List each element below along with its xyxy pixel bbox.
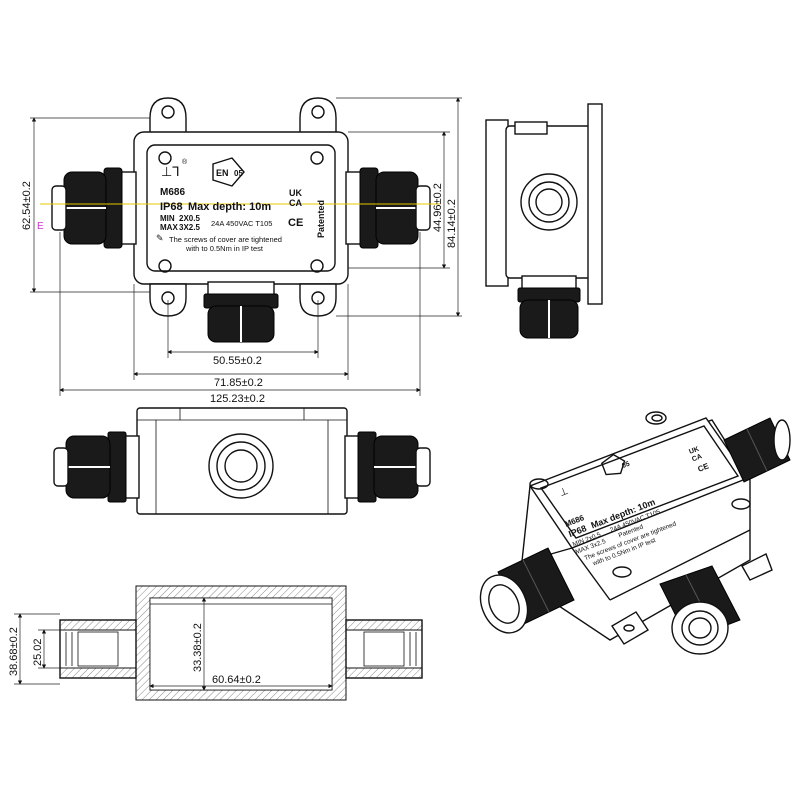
note-line-2: with to 0.5Nm in IP test xyxy=(185,244,264,253)
dimension-hole-spacing: 50.55±0.2 xyxy=(167,300,319,367)
iso-marks: 05 ⊥ xyxy=(558,453,631,499)
dimension-section-outer: 38.68±0.2 xyxy=(8,613,60,685)
wrench-icon: ✎ xyxy=(156,233,164,243)
model-number: M686 xyxy=(160,187,185,198)
dimension-height-inner: 44.96±0.2 xyxy=(348,131,450,269)
cable-gland-left xyxy=(51,167,137,249)
iso-compliance: UK CA CE xyxy=(688,446,711,474)
isometric-view: M686 IP68 Max depth: 10m MIN 2x0.5 24A 4… xyxy=(479,411,791,655)
cert-number: 05 xyxy=(234,169,243,178)
cover-screw xyxy=(158,151,172,165)
dim-label-height-inner: 44.96±0.2 xyxy=(432,183,444,232)
ce-mark: CE xyxy=(288,217,303,229)
front-gland-inner xyxy=(224,449,258,483)
max-depth: Max depth: 10m xyxy=(188,201,271,213)
iso-brand-logo: ⊥ xyxy=(558,486,570,499)
registered-mark: ® xyxy=(182,158,188,166)
iso-label-frame xyxy=(539,425,740,539)
front-gland-right xyxy=(344,431,431,503)
iso-ukca-top: UK xyxy=(688,446,700,456)
electrical-rating: 24A 450VAC T105 xyxy=(211,219,272,228)
svg-text:EN: EN xyxy=(216,168,229,178)
ukca-top: UK xyxy=(289,188,302,198)
mount-ear-top-left xyxy=(149,97,187,141)
min-value: 2X0.5 xyxy=(179,214,200,223)
iso-gland-left-face xyxy=(479,574,529,634)
iso-gland-top-right xyxy=(723,417,791,483)
dimension-section-inner-width: 60.64±0.2 xyxy=(149,674,333,689)
marker-e: E xyxy=(37,221,44,232)
section-view: 38.68±0.2 25.02 33.38±0.2 60.64±0.2 xyxy=(8,585,423,701)
iso-gland-left xyxy=(479,547,575,634)
patented-text: Patented xyxy=(316,200,326,238)
cover-screw xyxy=(158,259,172,273)
dimension-section-gland: 25.02 xyxy=(32,629,78,669)
front-gland-left xyxy=(53,431,140,503)
top-view: E ⊥Ꞁ ® EN 05 M686 IP68 Max depth: 10m MI… xyxy=(21,97,462,405)
cable-gland-right xyxy=(345,167,431,249)
brand-logo: ⊥Ꞁ xyxy=(161,164,180,179)
front-gland-outer xyxy=(208,433,274,499)
cover-screw xyxy=(310,151,324,165)
iso-gland-front-face xyxy=(671,601,729,655)
min-prefix: MIN xyxy=(160,214,175,223)
dimension-body-width: 71.85±0.2 xyxy=(133,284,349,389)
note-line-1: The screws of cover are tightened xyxy=(169,235,282,244)
iso-cert-number: 05 xyxy=(621,461,631,470)
iso-ukca-bottom: CA xyxy=(691,453,703,463)
side-gland-outer xyxy=(520,173,578,231)
cable-gland-bottom xyxy=(203,281,279,343)
dimension-overall-length: 125.23±0.2 xyxy=(59,232,421,405)
front-view xyxy=(53,407,431,515)
iso-gland-front xyxy=(659,565,741,655)
dim-label-section-inner-height: 33.38±0.2 xyxy=(192,623,204,672)
side-body xyxy=(505,125,597,279)
dimension-height-side: 84.14±0.2 xyxy=(336,97,462,317)
dimension-section-inner-height: 33.38±0.2 xyxy=(192,597,207,691)
mount-hole-top-left xyxy=(161,105,175,119)
dim-label-section-inner-width: 60.64±0.2 xyxy=(212,674,261,686)
dim-label-section-gland: 25.02 xyxy=(32,638,44,666)
side-view xyxy=(485,103,603,339)
side-mount-plate xyxy=(587,103,603,305)
mount-ear-top-right xyxy=(299,97,337,141)
product-label: ⊥Ꞁ ® EN 05 M686 IP68 Max depth: 10m MIN … xyxy=(156,157,326,253)
ip-rating: IP68 xyxy=(160,201,183,213)
side-flange-left xyxy=(485,119,509,287)
enec-mark: EN xyxy=(212,157,245,187)
ukca-bottom: CA xyxy=(289,198,302,208)
iso-enec-mark xyxy=(600,453,626,476)
dim-label-height-total: 62.54±0.2 xyxy=(21,181,33,230)
side-gland-inner xyxy=(528,181,570,223)
max-prefix: MAX xyxy=(160,223,178,232)
dim-label-section-outer: 38.68±0.2 xyxy=(8,627,20,676)
cover-screw xyxy=(310,259,324,273)
max-value: 3X2.5 xyxy=(179,223,200,232)
dim-label-body-width: 71.85±0.2 xyxy=(214,377,263,389)
mount-hole-top-right xyxy=(311,105,325,119)
dim-label-height-side: 84.14±0.2 xyxy=(446,199,458,248)
section-gland-right xyxy=(345,619,423,679)
label-frame xyxy=(146,144,336,272)
dim-label-hole-spacing: 50.55±0.2 xyxy=(213,355,262,367)
dimension-height-total: 62.54±0.2 xyxy=(21,117,150,293)
iso-ce-mark: CE xyxy=(697,461,711,474)
section-gland-left xyxy=(59,619,137,679)
dim-label-overall-length: 125.23±0.2 xyxy=(210,393,265,405)
